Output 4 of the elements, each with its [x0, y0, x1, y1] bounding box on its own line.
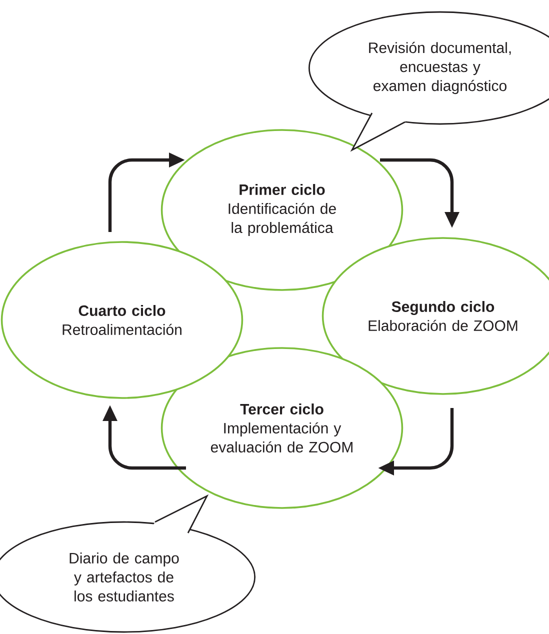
speech-bubble: Diario de campo y artefactos de los estudiantes	[0, 494, 256, 633]
node-label: Elaboración de ZOOM	[368, 320, 518, 331]
speech-bubble: Revisión documental, encuestas y examen diagnóstico	[308, 11, 549, 152]
node-label: Segundo ciclo	[392, 300, 494, 316]
